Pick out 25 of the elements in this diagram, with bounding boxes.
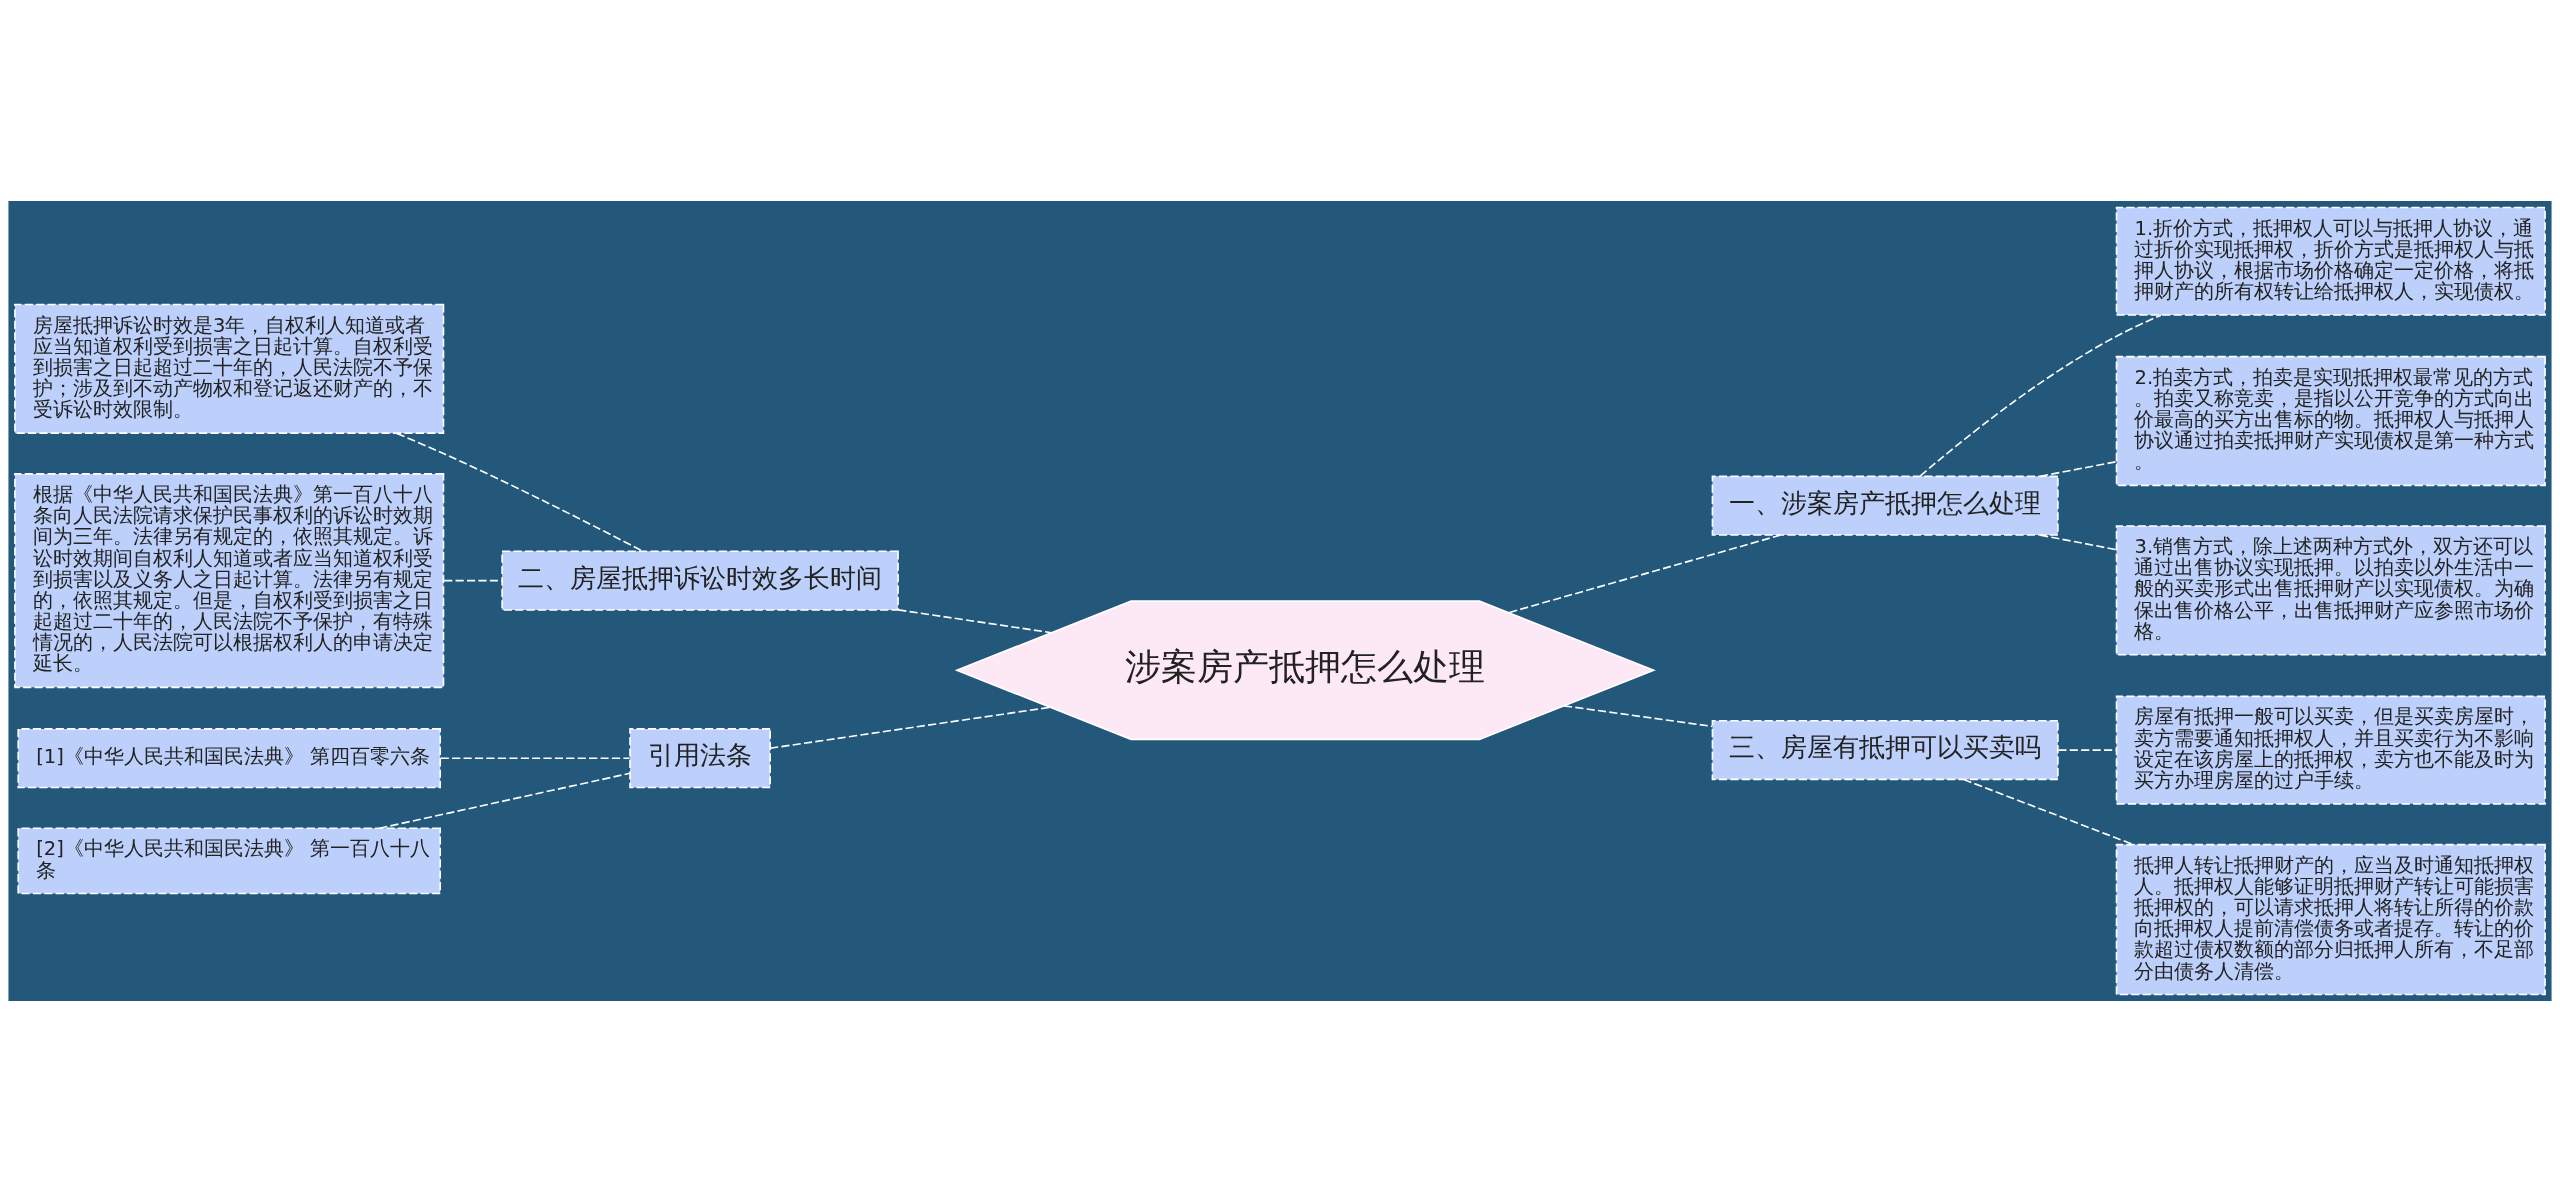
- connector: [2057, 749, 2118, 751]
- connector: [378, 772, 631, 830]
- node-box: 一、涉案房产抵押怎么处理: [1711, 475, 2059, 536]
- connector: [1508, 534, 1782, 614]
- node-box: [2]《中华人民共和国民法典》 第一百八十八条: [17, 827, 442, 895]
- node-box: 房屋抵押诉讼时效是3年，自权利人知道或者应当知道权利受到损害之日起计算。自权利受到损害之日起超过二十年的，人民法院不予保护；涉及到不动产物权和登记返还财产的，不受诉讼时效限制。: [14, 303, 445, 434]
- connector: [396, 432, 644, 553]
- node-box: 根据《中华人民共和国民法典》第一百八十八条向人民法院请求保护民事权利的诉讼时效期间为三年。法律另有规定的，依照其规定。诉讼时效期间自权利人知道或者应当知道权利受到损害以及义务人之日起计算。法律另有规定的，依照其规定。但是，自权利受到损害之日起超过二十年的，人民法院不予保护，有特殊情况的，人民法院可以根据权利人的申请决定延长。: [14, 473, 445, 689]
- connector: [1919, 314, 2162, 477]
- node-box: 1.折价方式，抵押权人可以与抵押人协议，通过折价实现抵押权，折价方式是抵押权人与抵押人协议，根据市场价格确定一定价格，将抵押财产的所有权转让给抵押权人，实现债权。: [2115, 206, 2546, 316]
- node-box: 引用法条: [629, 728, 771, 789]
- node-box: 2.拍卖方式，拍卖是实现抵押权最常见的方式。拍卖又称竞卖，是指以公开竞争的方式向出价最高的买方出售标的物。抵押权人与抵押人协议通过拍卖抵押财产实现债权是第一种方式。: [2115, 355, 2546, 487]
- connector: [439, 757, 631, 760]
- connector: [2039, 460, 2117, 478]
- node-box: 三、房屋有抵押可以买卖吗: [1711, 719, 2059, 781]
- node-box: 3.销售方式，除上述两种方式外，双方还可以通过出售协议实现抵押。以拍卖以外生活中一般的买卖形式出售抵押财产以实现债权。为确保出售价格公平，出售抵押财产应参照市场价格。: [2115, 525, 2546, 656]
- node-box: 二、房屋抵押诉讼时效多长时间: [501, 550, 899, 611]
- connector: [769, 706, 1051, 750]
- connector: [443, 579, 503, 582]
- node-box: [1]《中华人民共和国民法典》 第四百零六条: [17, 728, 442, 789]
- connector: [897, 609, 1053, 634]
- node-box: 抵押人转让抵押财产的，应当及时通知抵押权人。抵押权人能够证明抵押财产转让可能损害抵押权的，可以请求抵押人将转让所得的价款向抵押权人提前清偿债务或者提存。转让的价款超过债权数额的部分归抵押人所有，不足部分由债务人清偿。: [2115, 843, 2546, 996]
- node-box: 房屋有抵押一般可以买卖，但是买卖房屋时，卖方需要通知抵押权人，并且买卖行为不影响设定在该房屋上的抵押权，卖方也不能及时为买方办理房屋的过户手续。: [2115, 695, 2546, 805]
- connector: [2039, 534, 2117, 551]
- connector: [1563, 705, 1713, 728]
